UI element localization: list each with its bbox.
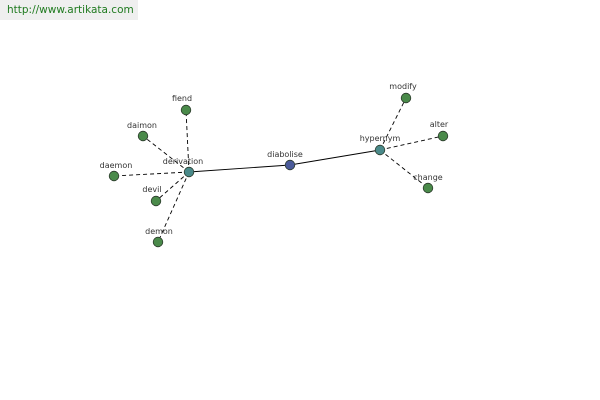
node-label-demon: demon (145, 227, 173, 236)
node-dot-devil[interactable] (150, 195, 162, 207)
edge-derivation-demon (157, 171, 190, 243)
node-label-fiend: fiend (172, 94, 192, 103)
edge-derivation-daemon (113, 171, 190, 177)
edge-hypernym-change (379, 149, 429, 189)
node-label-diabolise: diabolise (267, 150, 303, 159)
node-label-alter: alter (430, 120, 449, 129)
node-alter[interactable]: alter (430, 120, 449, 142)
node-dot-fiend[interactable] (180, 104, 192, 116)
edge-derivation-fiend (185, 109, 190, 173)
node-dot-modify[interactable] (400, 92, 412, 104)
node-label-daemon: daemon (100, 161, 133, 170)
node-fiend[interactable]: fiend (172, 94, 192, 116)
node-daemon[interactable]: daemon (100, 161, 133, 182)
edges-layer (113, 97, 444, 243)
node-demon[interactable]: demon (145, 227, 173, 248)
node-dot-daimon[interactable] (137, 130, 149, 142)
node-hypernym[interactable]: hypernym (360, 134, 401, 156)
node-label-daimon: daimon (127, 121, 157, 130)
node-dot-change[interactable] (422, 182, 434, 194)
node-dot-demon[interactable] (152, 236, 164, 248)
node-devil[interactable]: devil (142, 185, 162, 207)
edge-diabolise-derivation (188, 164, 291, 173)
node-diabolise[interactable]: diabolise (267, 150, 303, 171)
edge-hypernym-alter (379, 135, 444, 151)
source-banner: http://www.artikata.com (0, 0, 138, 20)
node-dot-alter[interactable] (437, 130, 449, 142)
node-daimon[interactable]: daimon (127, 121, 157, 142)
node-dot-derivation[interactable] (183, 166, 195, 178)
edge-derivation-devil (155, 171, 190, 202)
node-label-derivation: derivation (163, 157, 203, 166)
edge-hypernym-modify (379, 97, 407, 151)
node-derivation[interactable]: derivation (163, 157, 203, 178)
edge-diabolise-hypernym (289, 149, 381, 166)
node-dot-hypernym[interactable] (374, 144, 386, 156)
node-label-devil: devil (142, 185, 161, 194)
node-label-modify: modify (389, 82, 417, 91)
node-dot-diabolise[interactable] (284, 159, 296, 171)
nodes-layer: diabolise derivation hypernym fiend daimon da… (100, 82, 449, 248)
node-modify[interactable]: modify (389, 82, 417, 104)
node-label-hypernym: hypernym (360, 134, 401, 143)
node-change[interactable]: change (413, 173, 443, 194)
node-label-change: change (413, 173, 443, 182)
source-url-link[interactable]: http://www.artikata.com (7, 4, 134, 16)
edge-derivation-daimon (142, 135, 190, 173)
node-dot-daemon[interactable] (108, 170, 120, 182)
